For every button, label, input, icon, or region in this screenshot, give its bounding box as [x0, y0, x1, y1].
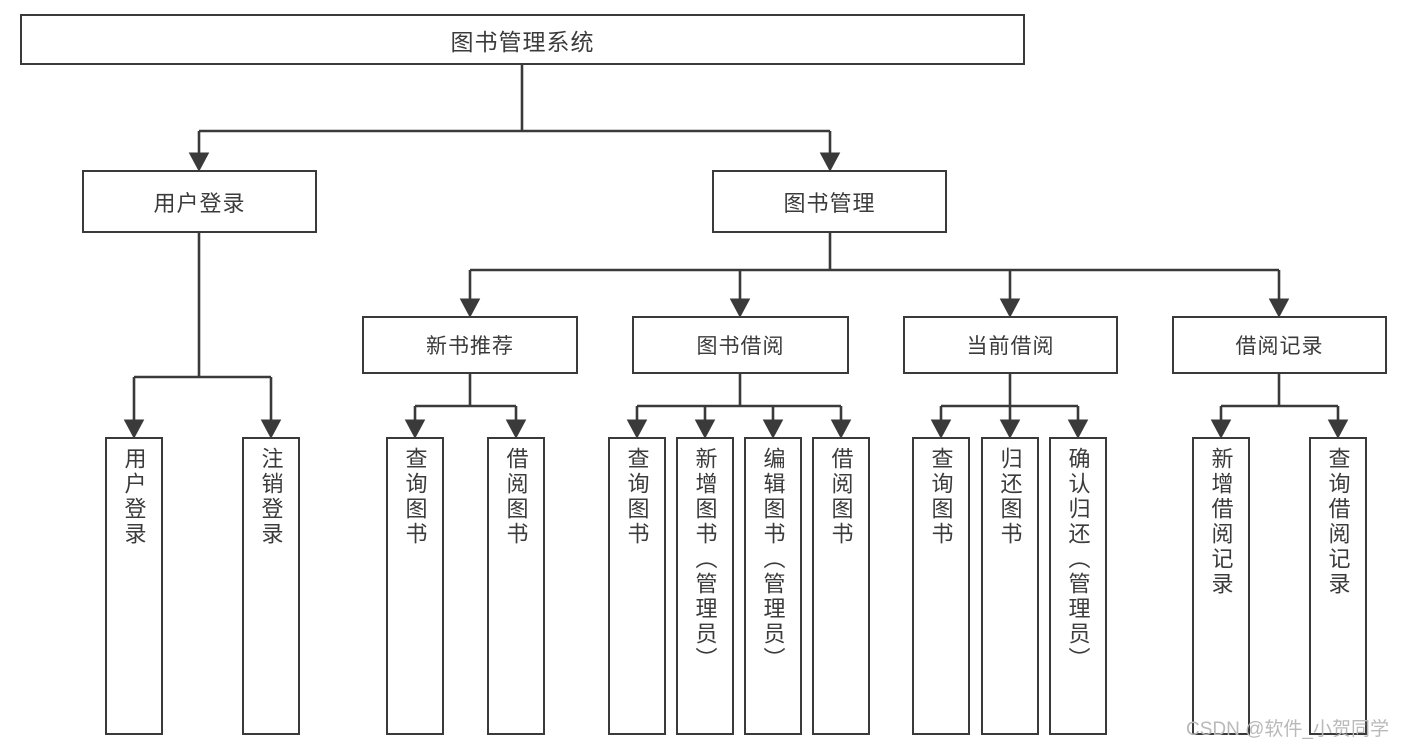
leaf-user-login-1-label: 用户登录: [121, 447, 147, 547]
node-new-book-recommend-label: 新书推荐: [426, 335, 514, 358]
leaf-borrow-record-1[interactable]: 新增借阅记录: [1192, 437, 1250, 735]
leaf-user-login-1[interactable]: 用户登录: [105, 437, 163, 735]
node-user-login[interactable]: 用户登录: [82, 170, 317, 233]
leaf-new-book-2[interactable]: 借阅图书: [487, 437, 545, 735]
leaf-new-book-1-label: 查询图书: [402, 447, 428, 547]
node-book-borrow-label: 图书借阅: [696, 335, 785, 358]
node-borrow-record-label: 借阅记录: [1235, 335, 1324, 358]
leaf-book-borrow-4[interactable]: 借阅图书: [812, 437, 870, 735]
leaf-book-borrow-3-label: 编辑图书（管理员）: [760, 447, 786, 672]
node-book-management-label: 图书管理: [783, 190, 876, 216]
leaf-user-login-2-label: 注销登录: [258, 447, 284, 547]
node-current-borrow-label: 当前借阅: [966, 335, 1055, 358]
leaf-book-borrow-2-label: 新增图书（管理员）: [692, 447, 718, 672]
leaf-book-borrow-2[interactable]: 新增图书（管理员）: [676, 437, 734, 735]
leaf-current-borrow-1[interactable]: 查询图书: [912, 437, 970, 735]
node-user-login-label: 用户登录: [153, 190, 246, 216]
leaf-current-borrow-2[interactable]: 归还图书: [981, 437, 1039, 735]
leaf-book-borrow-3[interactable]: 编辑图书（管理员）: [744, 437, 802, 735]
node-root-label: 图书管理系统: [450, 28, 595, 55]
leaf-borrow-record-2[interactable]: 查询借阅记录: [1309, 437, 1367, 735]
leaf-current-borrow-2-label: 归还图书: [997, 447, 1023, 547]
leaf-book-borrow-1[interactable]: 查询图书: [608, 437, 666, 735]
leaf-new-book-2-label: 借阅图书: [503, 447, 529, 547]
node-borrow-record[interactable]: 借阅记录: [1172, 316, 1387, 374]
leaf-book-borrow-4-label: 借阅图书: [828, 447, 854, 547]
leaf-current-borrow-1-label: 查询图书: [928, 447, 954, 547]
leaf-new-book-1[interactable]: 查询图书: [386, 437, 444, 735]
leaf-current-borrow-3[interactable]: 确认归还（管理员）: [1049, 437, 1107, 735]
leaf-borrow-record-2-label: 查询借阅记录: [1325, 447, 1351, 597]
node-new-book-recommend[interactable]: 新书推荐: [362, 316, 578, 374]
leaf-book-borrow-1-label: 查询图书: [624, 447, 650, 547]
node-book-management[interactable]: 图书管理: [712, 170, 947, 233]
node-root-system[interactable]: 图书管理系统: [20, 14, 1025, 65]
node-book-borrow[interactable]: 图书借阅: [632, 316, 849, 374]
leaf-borrow-record-1-label: 新增借阅记录: [1208, 447, 1234, 597]
csdn-watermark: CSDN @软件_小贺同学: [1186, 719, 1389, 740]
node-current-borrow[interactable]: 当前借阅: [903, 316, 1118, 374]
leaf-current-borrow-3-label: 确认归还（管理员）: [1065, 447, 1091, 672]
leaf-user-login-2[interactable]: 注销登录: [242, 437, 300, 735]
